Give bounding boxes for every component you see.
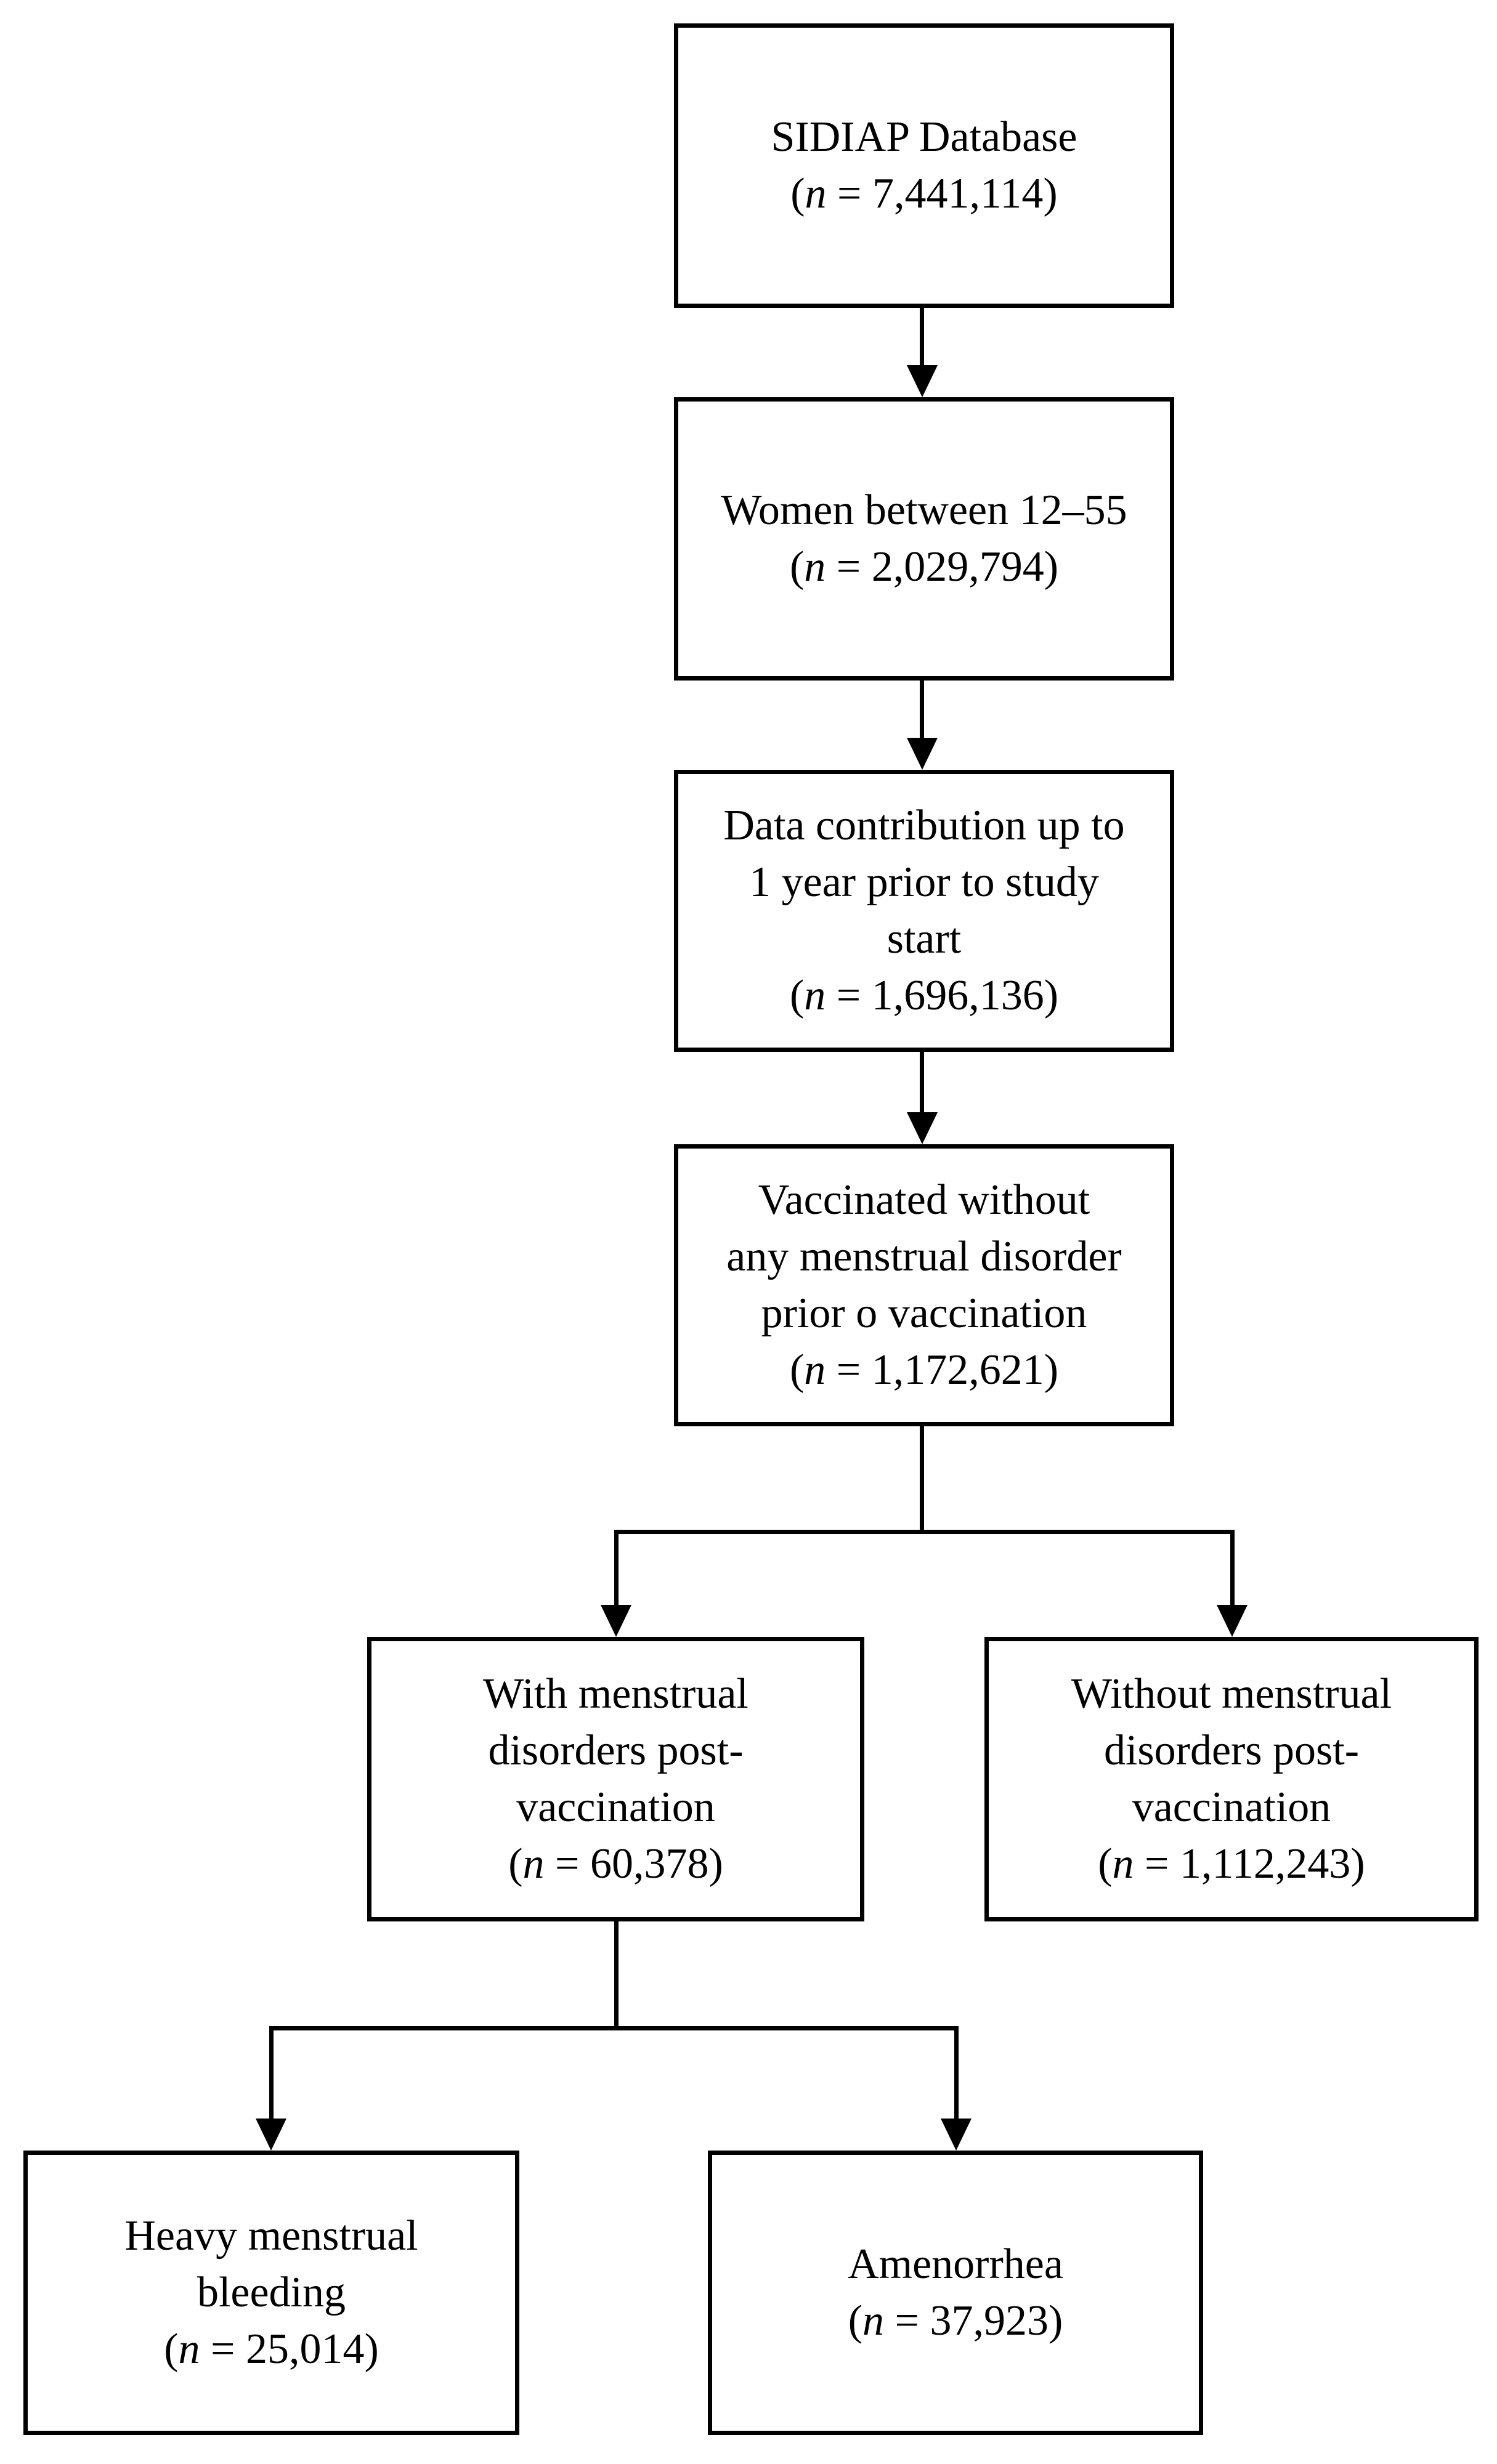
connector-line — [614, 1921, 619, 2030]
connector-line — [269, 2026, 274, 2121]
box-heavy-menstrual-bleeding: Heavy menstrual bleeding (n = 25,014) — [23, 2151, 519, 2435]
box-data-contribution: Data contribution up to 1 year prior to … — [674, 770, 1174, 1052]
connector-line — [269, 2026, 959, 2030]
count-open: ( — [789, 1346, 805, 1394]
box-text-line: Heavy menstrual — [124, 2212, 418, 2260]
box-count-line: (n = 37,923) — [848, 2293, 1063, 2349]
box-without-menstrual-disorders: Without menstrual disorders post- vaccin… — [984, 1637, 1479, 1921]
box-text-line: SIDIAP Database — [771, 113, 1077, 161]
box-text-line: Without menstrual — [1071, 1670, 1392, 1718]
box-women-between-12-55: Women between 12–55 (n = 2,029,794) — [674, 397, 1174, 681]
arrow-down-icon — [907, 365, 938, 397]
box-text-line: Data contribution up to — [723, 802, 1125, 849]
box-count-line: (n = 7,441,114) — [790, 166, 1058, 222]
box-text-line: vaccination — [1132, 1783, 1331, 1831]
count-value: = 25,014) — [200, 2325, 379, 2373]
count-value: = 1,696,136) — [826, 972, 1059, 1019]
count-value: = 1,112,243) — [1134, 1840, 1365, 1888]
connector-line — [920, 308, 924, 366]
connector-line — [920, 681, 924, 739]
box-text-line: 1 year prior to study — [749, 858, 1099, 906]
count-n-symbol: n — [1112, 1840, 1134, 1888]
arrow-down-icon — [256, 2119, 286, 2151]
box-count-line: (n = 1,112,243) — [1098, 1836, 1365, 1892]
box-text-line: disorders post- — [1103, 1727, 1360, 1774]
connector-line — [920, 1052, 924, 1115]
box-text-line: Vaccinated without — [758, 1176, 1090, 1224]
box-vaccinated-no-disorder: Vaccinated without any menstrual disorde… — [674, 1144, 1174, 1426]
connector-line — [920, 1426, 924, 1534]
arrow-down-icon — [907, 1112, 938, 1144]
box-count-line: (n = 25,014) — [164, 2321, 379, 2378]
connector-line — [614, 1530, 1235, 1534]
box-text-line: Amenorrhea — [848, 2240, 1063, 2288]
box-with-menstrual-disorders: With menstrual disorders post- vaccinati… — [367, 1637, 864, 1921]
count-n-symbol: n — [805, 170, 827, 217]
count-n-symbol: n — [178, 2325, 200, 2373]
count-open: ( — [848, 2297, 862, 2345]
count-open: ( — [789, 972, 805, 1019]
count-value: = 60,378) — [544, 1840, 723, 1888]
connector-line — [614, 1530, 619, 1607]
count-n-symbol: n — [804, 1346, 826, 1394]
count-value: = 37,923) — [884, 2297, 1063, 2345]
count-value: = 1,172,621) — [826, 1346, 1059, 1394]
box-text-line: vaccination — [516, 1783, 715, 1831]
box-amenorrhea: Amenorrhea (n = 37,923) — [708, 2151, 1203, 2435]
box-text-line: start — [886, 915, 962, 963]
count-n-symbol: n — [862, 2297, 884, 2345]
count-open: ( — [1098, 1840, 1113, 1888]
box-count-line: (n = 1,172,621) — [790, 1342, 1058, 1399]
box-sidiap-database: SIDIAP Database (n = 7,441,114) — [674, 23, 1174, 308]
count-open: ( — [789, 543, 805, 591]
box-count-line: (n = 2,029,794) — [790, 539, 1058, 596]
count-n-symbol: n — [522, 1840, 545, 1888]
count-open: ( — [508, 1840, 523, 1888]
count-n-symbol: n — [804, 972, 826, 1019]
connector-line — [1230, 1530, 1235, 1607]
arrow-down-icon — [1217, 1605, 1248, 1637]
count-value: = 2,029,794) — [826, 543, 1059, 591]
box-count-line: (n = 1,696,136) — [790, 967, 1058, 1024]
count-open: ( — [790, 170, 805, 217]
arrow-down-icon — [907, 738, 938, 770]
box-text-line: Women between 12–55 — [721, 487, 1127, 534]
count-open: ( — [164, 2325, 179, 2373]
count-value: = 7,441,114) — [826, 170, 1058, 217]
box-text-line: disorders post- — [488, 1727, 744, 1774]
count-n-symbol: n — [804, 543, 826, 591]
box-text-line: prior o vaccination — [761, 1290, 1087, 1337]
box-count-line: (n = 60,378) — [508, 1836, 723, 1892]
arrow-down-icon — [941, 2119, 972, 2151]
arrow-down-icon — [601, 1605, 631, 1637]
connector-line — [954, 2026, 959, 2121]
box-text-line: bleeding — [197, 2269, 346, 2316]
box-text-line: With menstrual — [483, 1670, 748, 1718]
box-text-line: any menstrual disorder — [726, 1233, 1122, 1280]
